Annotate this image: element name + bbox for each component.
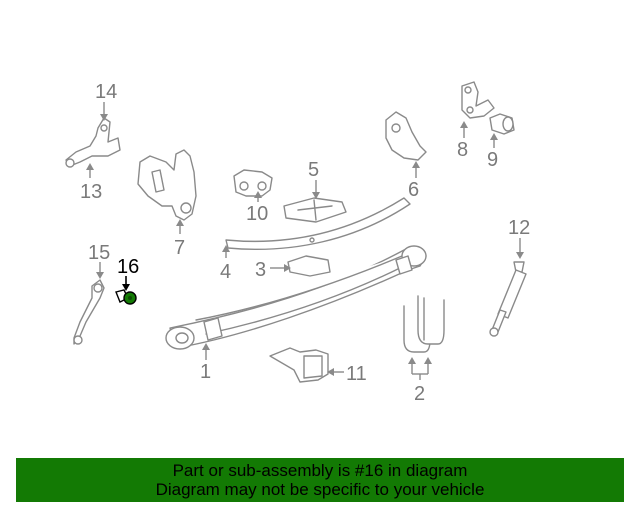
callout-1: 1 [200, 361, 211, 383]
callout-12: 12 [508, 217, 530, 239]
part-2-u-bolts [403, 295, 445, 353]
callout-16: 16 [117, 256, 139, 278]
part-15-stabilizer-link [73, 279, 105, 345]
part-3-spacer [287, 255, 331, 277]
callout-5: 5 [308, 159, 319, 181]
callout-4: 4 [220, 261, 231, 283]
part-10-bracket [233, 169, 273, 197]
callout-15: 15 [88, 242, 110, 264]
banner-line-2: Diagram may not be specific to your vehi… [155, 480, 485, 499]
callout-7: 7 [174, 237, 185, 259]
callout-6: 6 [408, 179, 419, 201]
info-banner: Part or sub-assembly is #16 in diagram D… [16, 458, 624, 502]
part-12-shock-absorber [489, 261, 527, 337]
part-8-shackle [461, 81, 495, 119]
part-7-spring-hanger [137, 149, 197, 221]
parts-diagram: 14 13 7 10 5 6 8 [65, 81, 530, 405]
part-4-leaf [225, 197, 411, 251]
callout-8: 8 [457, 139, 468, 161]
callout-14: 14 [95, 81, 117, 103]
part-5-spring-seat [283, 197, 347, 223]
part-11-bump-stop [269, 347, 329, 383]
part-16-nut [115, 289, 137, 305]
callout-11: 11 [346, 363, 367, 385]
callout-10: 10 [246, 203, 268, 225]
callout-13: 13 [80, 181, 102, 203]
part-6-bracket [385, 111, 427, 161]
part-9-bushing [489, 113, 515, 135]
callout-3: 3 [255, 259, 266, 281]
callout-2: 2 [414, 383, 425, 405]
part-1-leaf-spring [165, 245, 427, 350]
banner-line-1: Part or sub-assembly is #16 in diagram [172, 461, 468, 480]
part-13-14-bracket [65, 117, 121, 168]
callout-9: 9 [487, 149, 498, 171]
